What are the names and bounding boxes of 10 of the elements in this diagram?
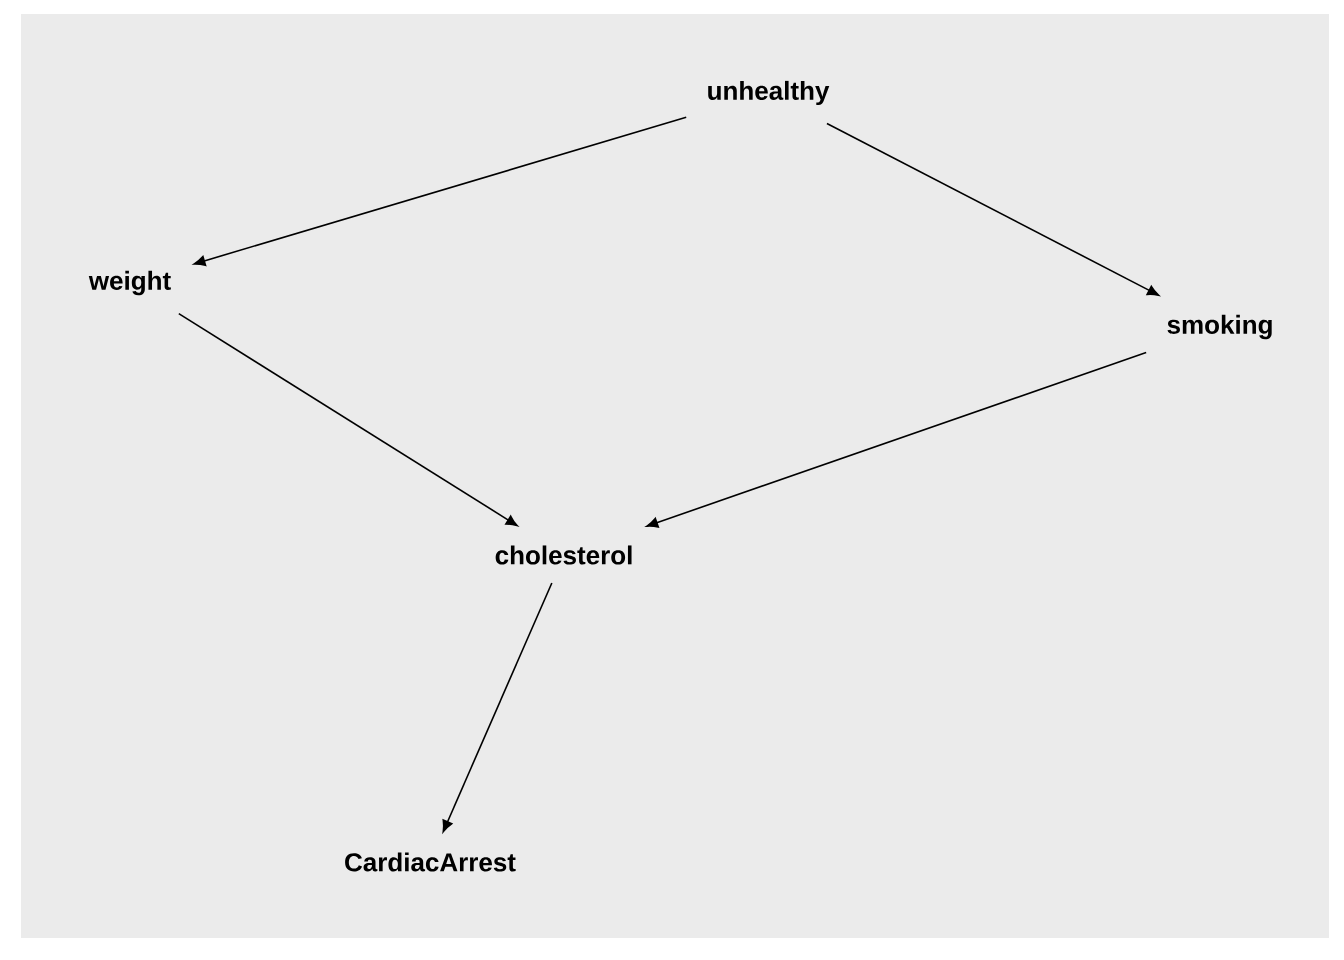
arrow — [646, 351, 1147, 528]
node-label: cholesterol — [495, 545, 632, 565]
arrow — [193, 116, 687, 267]
node-label: smoking — [1167, 314, 1272, 340]
node-label: weight — [88, 270, 171, 296]
arrow — [178, 312, 518, 527]
arrow — [826, 122, 1160, 296]
node-label: CardiacArrest — [345, 852, 516, 872]
arrow — [442, 582, 553, 833]
node-label: unhealthy — [708, 80, 830, 106]
